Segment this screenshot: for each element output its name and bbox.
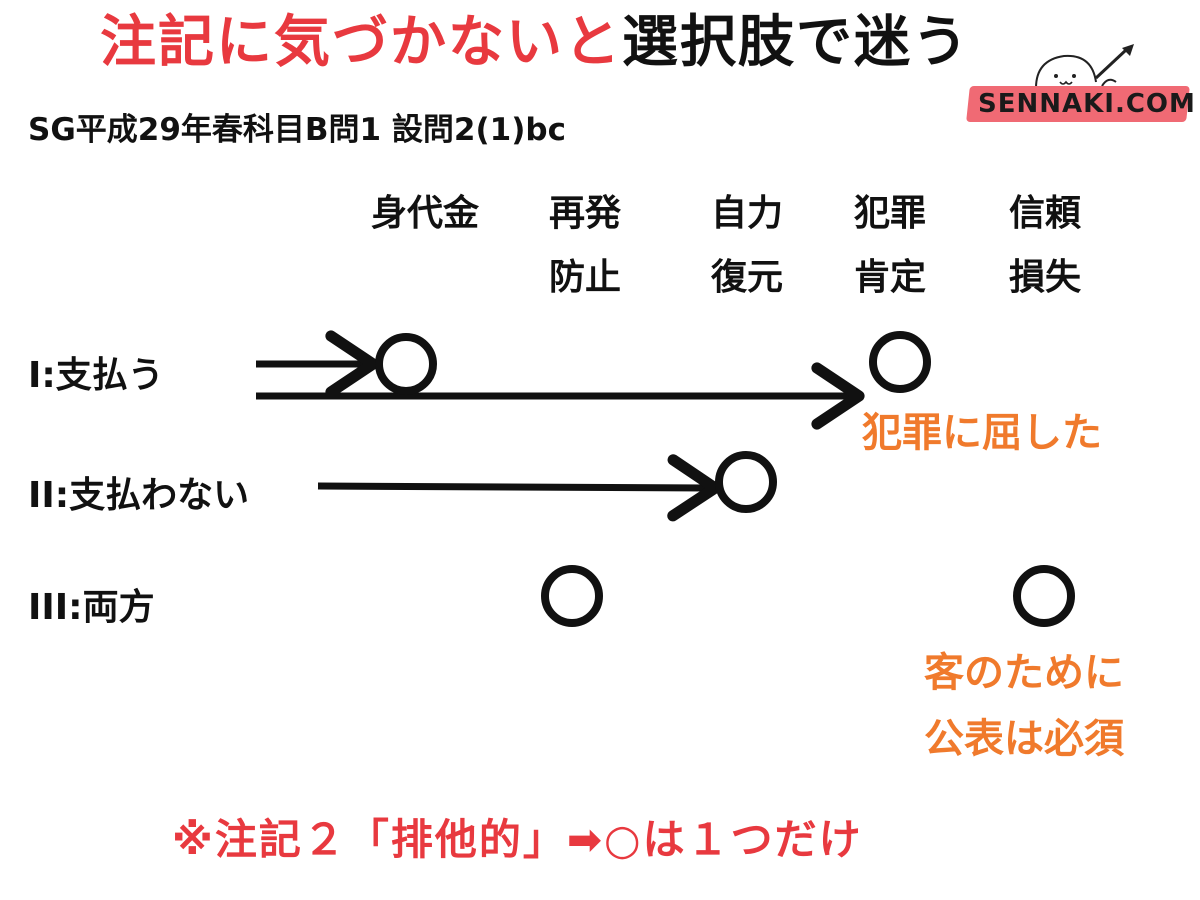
column-header-prevention: 再発 防止 — [520, 182, 650, 310]
column-header-line1: 犯罪 — [853, 193, 926, 234]
column-header-line1: 身代金 — [370, 193, 479, 234]
title-red-part: 注記に気づかないと — [100, 10, 622, 75]
row-label-both: III:両方 — [28, 587, 155, 628]
circle-mark-pay-ransom — [375, 333, 437, 395]
note-crime-submission: 犯罪に屈した — [862, 410, 1102, 456]
column-header-line2: 防止 — [548, 257, 621, 298]
column-header-ransom: 身代金 — [345, 182, 505, 246]
note-customer-line2: 公表は必須 — [924, 716, 1124, 762]
circle-mark-both-trust — [1013, 565, 1075, 627]
column-header-line1: 再発 — [548, 193, 621, 234]
column-header-line2: 損失 — [1008, 257, 1081, 298]
footer-note: ※注記２「排他的」➡○は１つだけ — [172, 815, 863, 864]
brand-label: SENNAKI.COM — [978, 89, 1196, 119]
note-customer-line1: 客のために — [924, 650, 1124, 696]
column-header-line1: 自力 — [710, 193, 783, 234]
page-title: 注記に気づかないと選択肢で迷う — [100, 8, 970, 78]
column-header-crime-approval: 犯罪 肯定 — [825, 182, 955, 310]
arrow-not-pay-to-recovery — [317, 454, 721, 522]
title-black-part: 選択肢で迷う — [622, 10, 970, 75]
row-label-pay: I:支払う — [28, 355, 164, 396]
row-label-not-pay: II:支払わない — [28, 475, 250, 516]
mascot-doodle-icon — [1035, 44, 1134, 89]
circle-mark-pay-crime — [869, 331, 931, 393]
circle-mark-both-prevention — [541, 565, 603, 627]
column-header-self-recovery: 自力 復元 — [682, 182, 812, 310]
circle-mark-not-pay-recovery — [715, 451, 777, 513]
subtitle: SG平成29年春科目B問1 設問2(1)bc — [28, 112, 566, 148]
column-header-trust-loss: 信頼 損失 — [980, 182, 1110, 310]
column-header-line2: 復元 — [710, 257, 783, 298]
column-header-line1: 信頼 — [1008, 193, 1081, 234]
column-header-line2: 肯定 — [853, 257, 926, 298]
